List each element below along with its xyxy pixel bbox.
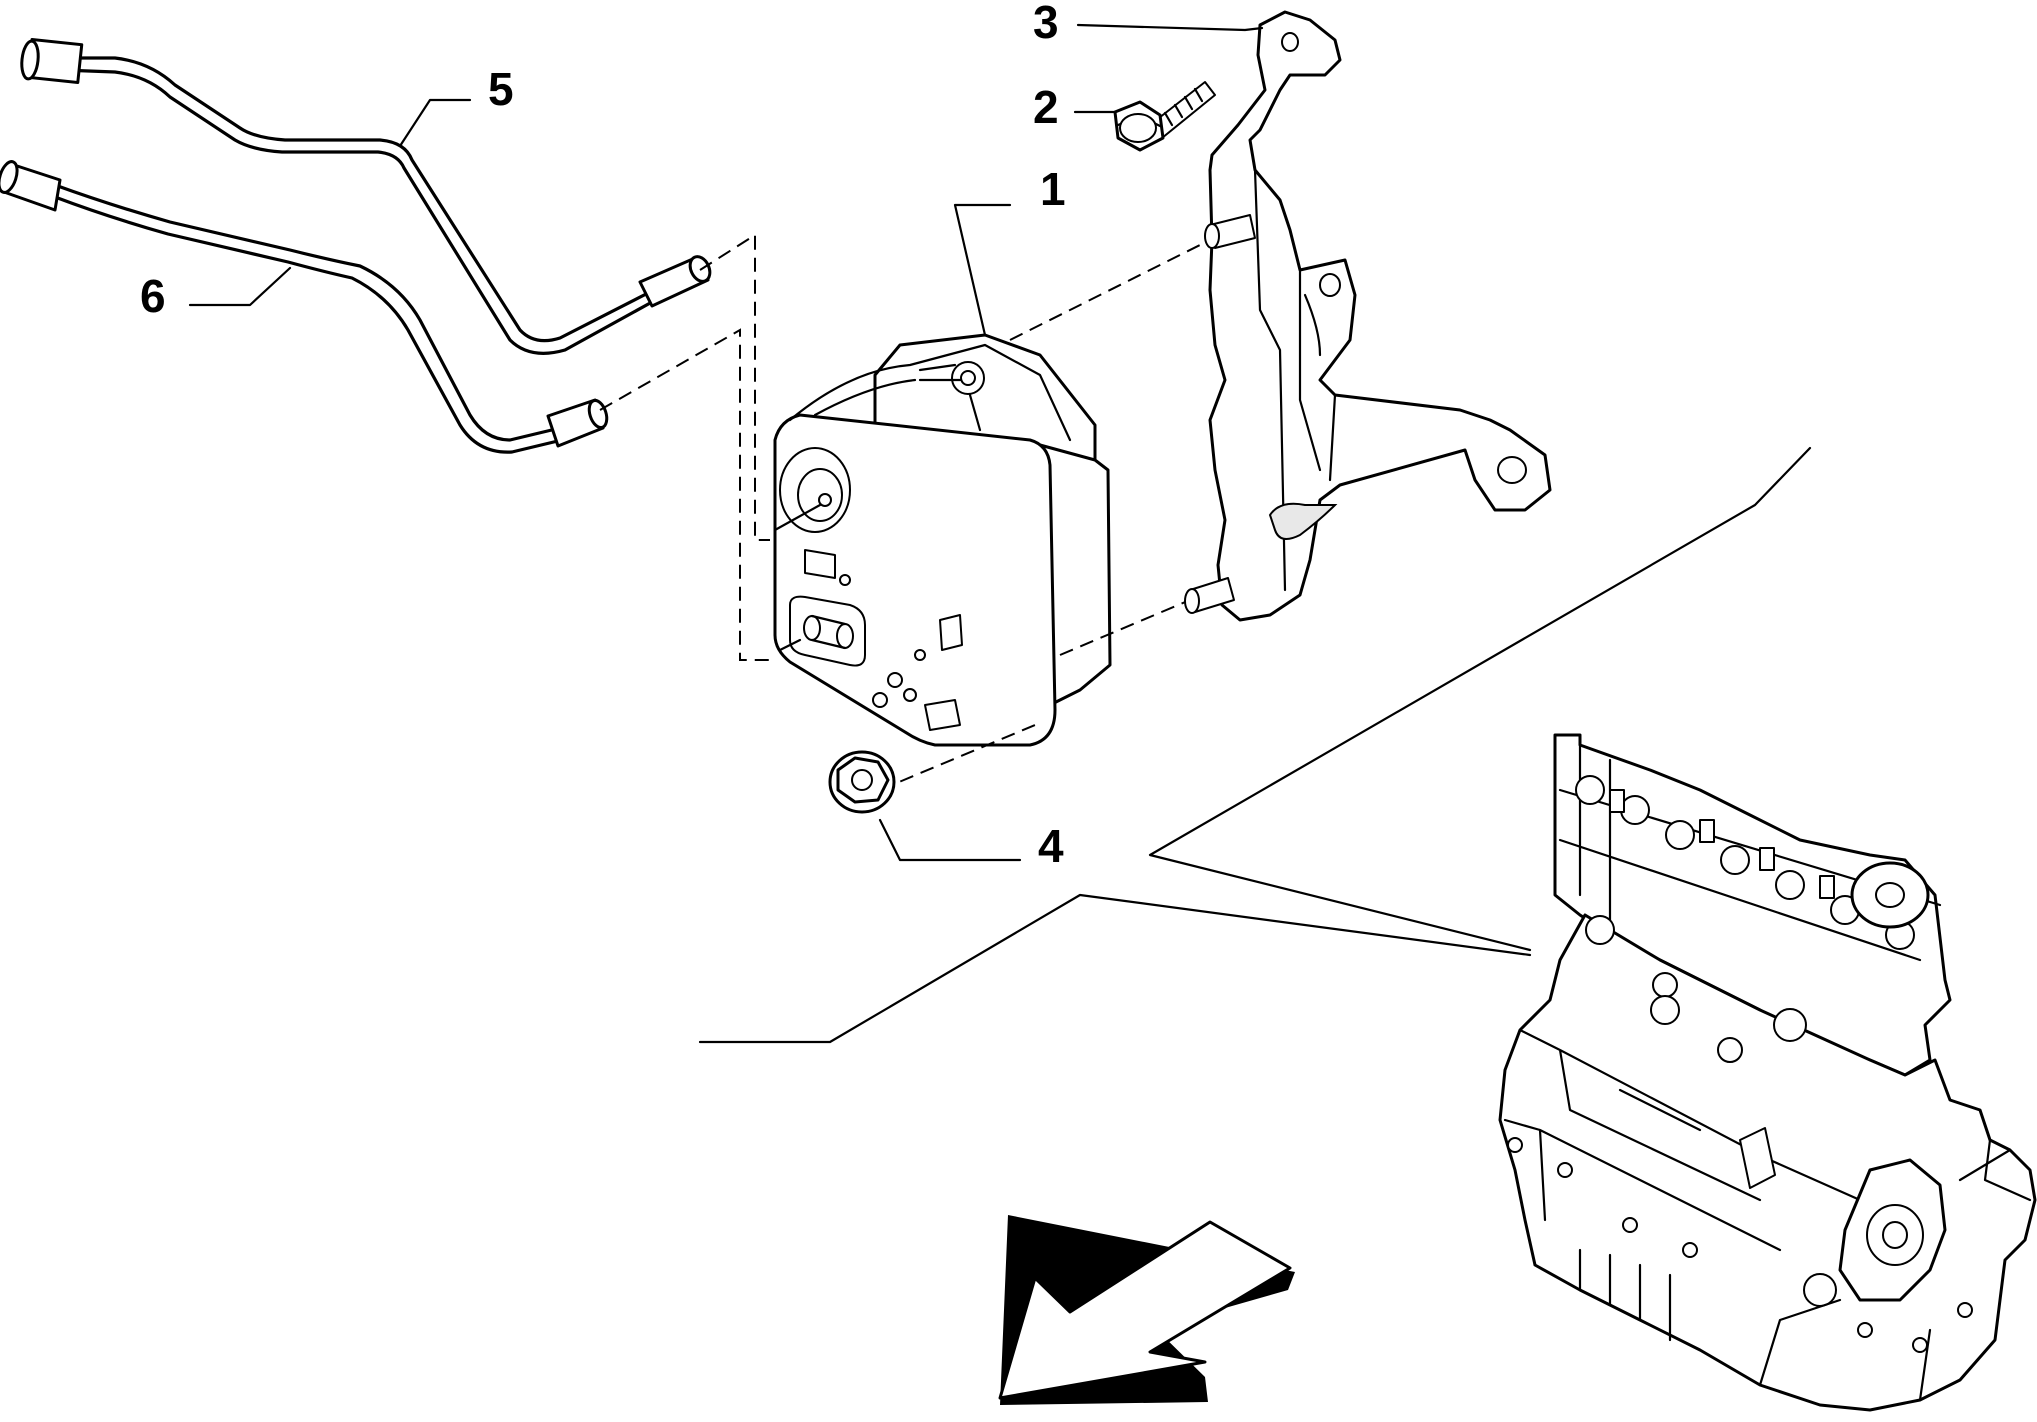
module-box-1 (773, 333, 1112, 747)
direction-arrow-icon (998, 1215, 1295, 1405)
bolt-2 (1113, 81, 1216, 152)
leader-5 (398, 98, 472, 148)
leader-3 (1076, 23, 1264, 32)
bracket-hole-right (1497, 456, 1527, 484)
leader-4 (878, 818, 1022, 862)
flange-nut-4 (828, 750, 896, 814)
pipe-5-end-fitting-right (638, 255, 712, 308)
pipe-5 (20, 37, 712, 355)
pipe-6-end-fitting-right (546, 398, 609, 448)
dashed-guide-nut (879, 724, 1036, 791)
view-reference-lines (698, 446, 1812, 1044)
callout-2: 2 (1033, 81, 1059, 133)
engine-block-icon (1498, 733, 2037, 1412)
dashed-guide-pipe6 (599, 328, 775, 661)
callout-6: 6 (140, 270, 166, 322)
bracket-stud-lower (1184, 577, 1235, 614)
dashed-guide-stud-lower (1059, 599, 1191, 656)
mounting-bracket-3 (1184, 10, 1552, 622)
leader-6 (188, 266, 292, 307)
bracket-stud-upper (1204, 214, 1256, 249)
leader-1 (953, 203, 1012, 337)
bracket-hole-top (1281, 32, 1299, 52)
pipe-6-end-fitting-left (0, 160, 62, 212)
callout-4: 4 (1038, 820, 1064, 872)
callout-5: 5 (488, 63, 514, 115)
callout-3: 3 (1033, 0, 1059, 48)
pipe-5-end-fitting-left (20, 37, 84, 85)
dashed-guide-pipe5 (699, 233, 770, 541)
callout-1: 1 (1040, 163, 1066, 215)
dashed-guide-stud-upper (1009, 239, 1211, 341)
pipe-6 (0, 160, 609, 454)
